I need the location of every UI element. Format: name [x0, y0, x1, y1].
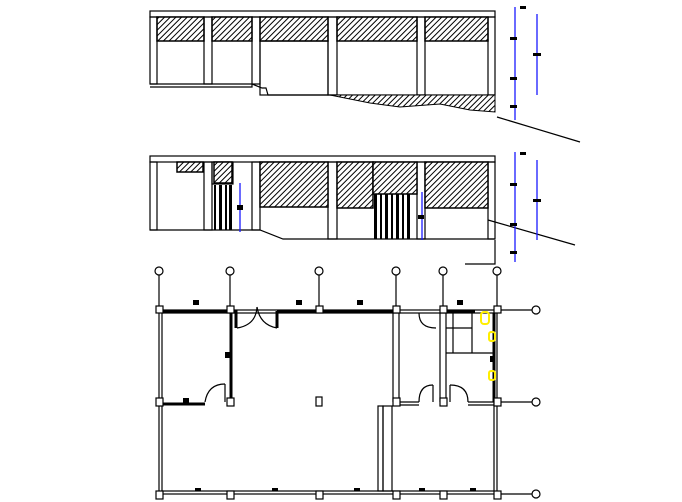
rear-elevation	[149, 152, 576, 265]
front-elevation	[149, 6, 581, 143]
ground-hatch	[329, 94, 496, 113]
thick-walls	[162, 309, 496, 406]
floor-plan	[154, 266, 541, 500]
window-markers	[183, 300, 495, 491]
grid-bubbles	[154, 266, 541, 499]
door-swings	[204, 306, 469, 403]
sanitary-fixtures	[480, 311, 496, 381]
glazing-panels	[176, 161, 489, 209]
door-louvres	[214, 185, 410, 239]
level-dimensions	[510, 152, 541, 262]
level-dimensions	[510, 6, 541, 120]
grid-lines	[158, 275, 532, 495]
structural-columns	[155, 305, 502, 500]
glazing-panels	[156, 16, 489, 42]
